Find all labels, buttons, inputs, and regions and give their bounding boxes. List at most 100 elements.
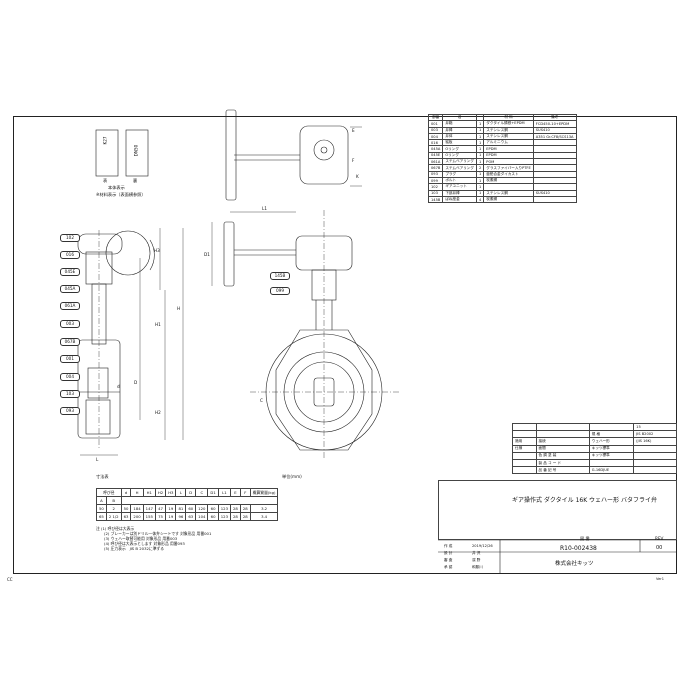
spec-cell bbox=[512, 422, 537, 432]
spec-row: 仕様面間キッツ標準 bbox=[512, 444, 677, 453]
spec-cell bbox=[588, 458, 635, 468]
handwheel-front bbox=[223, 221, 235, 287]
dims-sub-A: A bbox=[96, 496, 107, 505]
spec-cell: 品 番 記 号 bbox=[535, 466, 590, 475]
part-qty: 1 bbox=[475, 120, 485, 128]
dims-cell: 155 bbox=[142, 512, 156, 521]
dims-cell: 147 bbox=[142, 504, 156, 513]
dims-cell: 200 bbox=[130, 512, 144, 521]
dims-header: H3 bbox=[165, 488, 177, 497]
part-material: グラスファイバー入りPTFE bbox=[483, 164, 534, 172]
callout-067B: 067B bbox=[60, 338, 80, 346]
title-block-value: 濱 野 bbox=[472, 558, 481, 562]
dims-cell: 123 bbox=[217, 512, 232, 521]
spec-cell bbox=[535, 430, 590, 439]
spec-cell bbox=[512, 430, 537, 439]
dim-d: d bbox=[117, 384, 120, 389]
callout-102: 102 bbox=[60, 234, 80, 242]
body-mark-label: 本体表示 bbox=[108, 185, 125, 190]
callout-099: 099 bbox=[270, 287, 290, 295]
dims-cell: 81 bbox=[175, 504, 187, 513]
note-line: (3) ウェハー取替可能用 対象形品 用番003 bbox=[104, 536, 178, 541]
dims-header: H1 bbox=[142, 488, 156, 497]
note-line: (2) ブレーカーは別ドリル一体弁シートです 対象形品 用番001 bbox=[104, 531, 212, 536]
material-note: ※材料表示（表面横参照） bbox=[96, 192, 146, 197]
part-remark: FCD450-10+EPDM bbox=[532, 120, 577, 128]
note-line: (5) 圧力表示 JIS B 2032に準ずる bbox=[104, 546, 165, 551]
note-line: 注 (1) 呼び径は大表示 bbox=[96, 526, 135, 531]
face-back-label: 裏 bbox=[133, 178, 138, 183]
spec-cell: ウェハー形 bbox=[588, 437, 635, 446]
dims-header: E bbox=[230, 488, 241, 497]
dim-C: C bbox=[260, 398, 263, 403]
corner-mark: CC bbox=[7, 577, 13, 582]
title-block-role: 承 認 bbox=[444, 565, 453, 569]
dims-cell: 19 bbox=[165, 512, 177, 521]
spec-cell: キッツ標準 bbox=[588, 444, 635, 453]
spec-cell: (JIS 16K) bbox=[633, 437, 677, 446]
part-qty: 4 bbox=[475, 195, 485, 204]
dims-cell: 2 bbox=[105, 504, 122, 513]
company-name: 株式会社キッツ bbox=[555, 561, 594, 567]
part-material: 炭素鋼 bbox=[483, 195, 534, 204]
dims-cell: 3.4 bbox=[249, 512, 279, 521]
dims-cell: 50 bbox=[96, 504, 107, 513]
spec-cell: JIS B2002 bbox=[633, 430, 677, 439]
dims-cell: 63 bbox=[120, 512, 132, 521]
spec-cell bbox=[633, 466, 677, 475]
title-block-role: 作 成 bbox=[444, 544, 453, 548]
dims-cell: 28 bbox=[230, 512, 241, 521]
dims-cell: 75 bbox=[154, 512, 167, 521]
spec-cell: G-16DJUE bbox=[588, 466, 635, 475]
spec-cell: 規 格 bbox=[588, 430, 635, 439]
part-name: ステムベアリング bbox=[442, 164, 477, 172]
dims-unit: 単位(mm) bbox=[282, 474, 302, 479]
handwheel-side bbox=[105, 230, 151, 276]
spec-cell bbox=[633, 458, 677, 468]
title-block-row: 承 認 和藤川 bbox=[444, 565, 493, 572]
spec-cell bbox=[633, 451, 677, 460]
spec-cell bbox=[512, 466, 537, 475]
drawing-border bbox=[13, 116, 677, 574]
dims-cell: 28 bbox=[239, 504, 251, 513]
drawing-title: ギア操作式 ダクタイル 16K ウェハー形 バタフライ弁 bbox=[512, 497, 657, 504]
spec-row: 製 品 コ ー ド bbox=[512, 458, 677, 468]
spec-cell: 適用 bbox=[512, 437, 537, 446]
dims-header: H2 bbox=[154, 488, 167, 497]
face-k-text: K27 bbox=[102, 136, 108, 145]
dims-cell: 63 bbox=[185, 512, 197, 521]
callout-003: 003 bbox=[60, 320, 80, 328]
dims-cell: 104 bbox=[195, 512, 209, 521]
spec-cell bbox=[633, 444, 677, 453]
part-remark bbox=[532, 195, 577, 204]
spec-cell: キッツ標準 bbox=[588, 451, 635, 460]
dims-cell: 47 bbox=[154, 504, 167, 513]
face-dn-text: DN50 bbox=[133, 144, 139, 157]
dims-header: d bbox=[120, 488, 132, 497]
handwheel-top bbox=[225, 109, 237, 201]
dim-L1: L1 bbox=[262, 206, 267, 211]
callout-103: 103 bbox=[60, 390, 80, 398]
callout-016: 016 bbox=[60, 251, 80, 259]
callout-004: 004 bbox=[60, 373, 80, 381]
dims-cell: 123 bbox=[217, 504, 232, 513]
zuban-label: 図 番 bbox=[580, 536, 590, 541]
dims-cell: 50 bbox=[120, 504, 132, 513]
title-block-value: 和藤川 bbox=[472, 565, 483, 569]
dims-header: 概算質量(kg) bbox=[249, 488, 279, 497]
spec-row: 適用接続ウェハー形(JIS 16K) bbox=[512, 437, 677, 446]
spec-row: 色 調 塗 装キッツ標準 bbox=[512, 451, 677, 460]
dim-E: E bbox=[352, 128, 355, 133]
dim-K: K bbox=[356, 174, 359, 179]
